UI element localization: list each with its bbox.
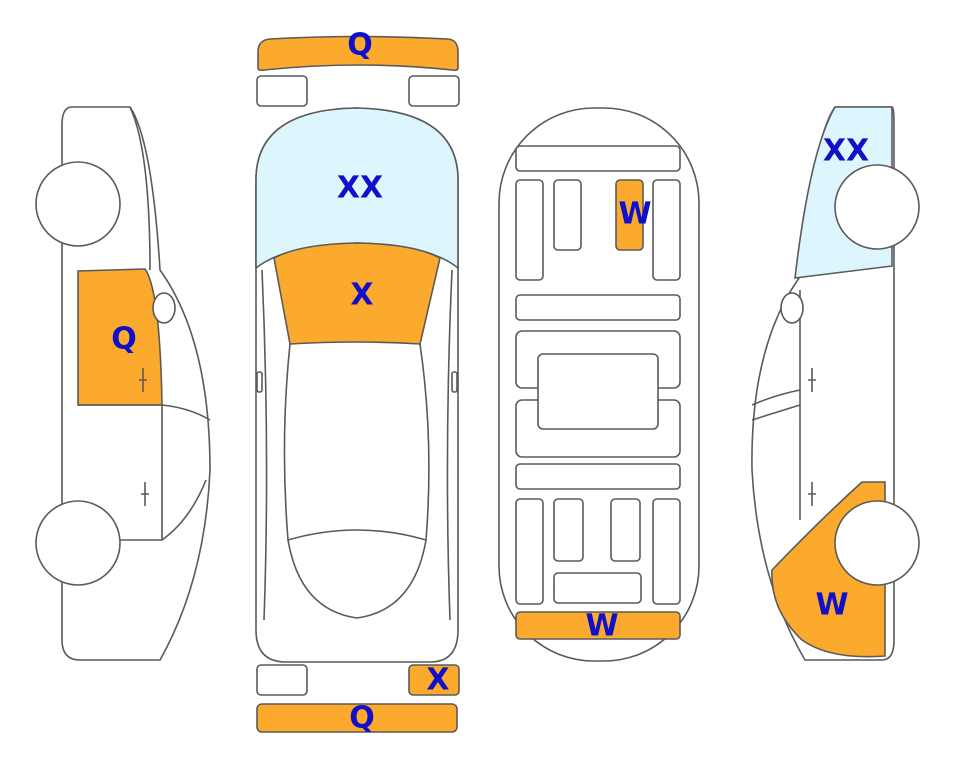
underside-panel-2[interactable] <box>553 179 582 251</box>
front-light-left[interactable] <box>256 75 308 107</box>
underside-view <box>498 107 700 662</box>
underside-front-bar[interactable] <box>515 145 681 172</box>
left-door-handle-1 <box>139 368 147 392</box>
label-front-bumper: Q <box>347 28 373 63</box>
left-rear-wheel <box>35 500 121 586</box>
mirror-right <box>451 371 458 393</box>
rear-light-right-part[interactable] <box>408 664 460 696</box>
label-roof-panel: W <box>618 197 651 232</box>
front-bumper-part[interactable] <box>257 35 459 72</box>
label-right-rear-quarter: W <box>815 588 848 623</box>
right-rear-wheel <box>834 500 920 586</box>
underside-panel-8[interactable] <box>652 498 681 605</box>
underside-panel-6[interactable] <box>553 498 584 562</box>
left-window-line <box>161 404 211 421</box>
rear-bumper-part[interactable] <box>256 703 458 733</box>
label-hood: X <box>350 278 373 313</box>
label-right-rear-glass: XX <box>823 134 869 169</box>
left-lower-line <box>161 479 207 541</box>
underside-mid-bar-1[interactable] <box>515 294 681 321</box>
mirror-left <box>256 371 263 393</box>
left-door-handle-2 <box>141 482 149 506</box>
underside-center-panel[interactable] <box>537 353 659 430</box>
trunk-lid-part[interactable] <box>515 611 681 640</box>
label-left-front-door: Q <box>111 322 137 357</box>
rear-bumper-group <box>256 664 460 733</box>
side-line-left <box>261 269 268 621</box>
front-bumper-group <box>256 35 460 107</box>
underside-mid-bar-2[interactable] <box>515 463 681 490</box>
label-rear-light-right: X <box>426 663 449 698</box>
right-front-wheel <box>834 164 920 250</box>
left-side-view <box>35 106 211 661</box>
right-door-handle-2 <box>808 482 816 506</box>
label-rear-bumper: Q <box>349 701 375 736</box>
left-mirror <box>152 292 176 324</box>
right-side-view <box>751 106 920 661</box>
underside-rear-bar[interactable] <box>553 572 642 604</box>
hood-part[interactable] <box>273 242 441 345</box>
underside-panel-5[interactable] <box>515 498 544 605</box>
rear-light-left[interactable] <box>256 664 308 696</box>
right-mirror <box>780 292 804 324</box>
front-light-right[interactable] <box>408 75 460 107</box>
label-trunk-lid: W <box>585 609 618 644</box>
right-door-outline <box>751 290 801 520</box>
underside-panel-1[interactable] <box>515 179 544 281</box>
underside-panel-7[interactable] <box>610 498 641 562</box>
left-side-roofline <box>129 106 151 271</box>
left-front-wheel <box>35 161 121 247</box>
right-door-handle-1 <box>808 368 816 392</box>
rear-window-outline <box>287 539 427 619</box>
side-line-right <box>446 269 453 621</box>
cabin-outline <box>283 343 430 542</box>
top-view-car <box>255 107 459 663</box>
label-windshield: XX <box>337 171 383 206</box>
underside-panel-4[interactable] <box>652 179 681 281</box>
roof-panel-part[interactable] <box>615 179 644 251</box>
right-window-line <box>751 389 801 406</box>
